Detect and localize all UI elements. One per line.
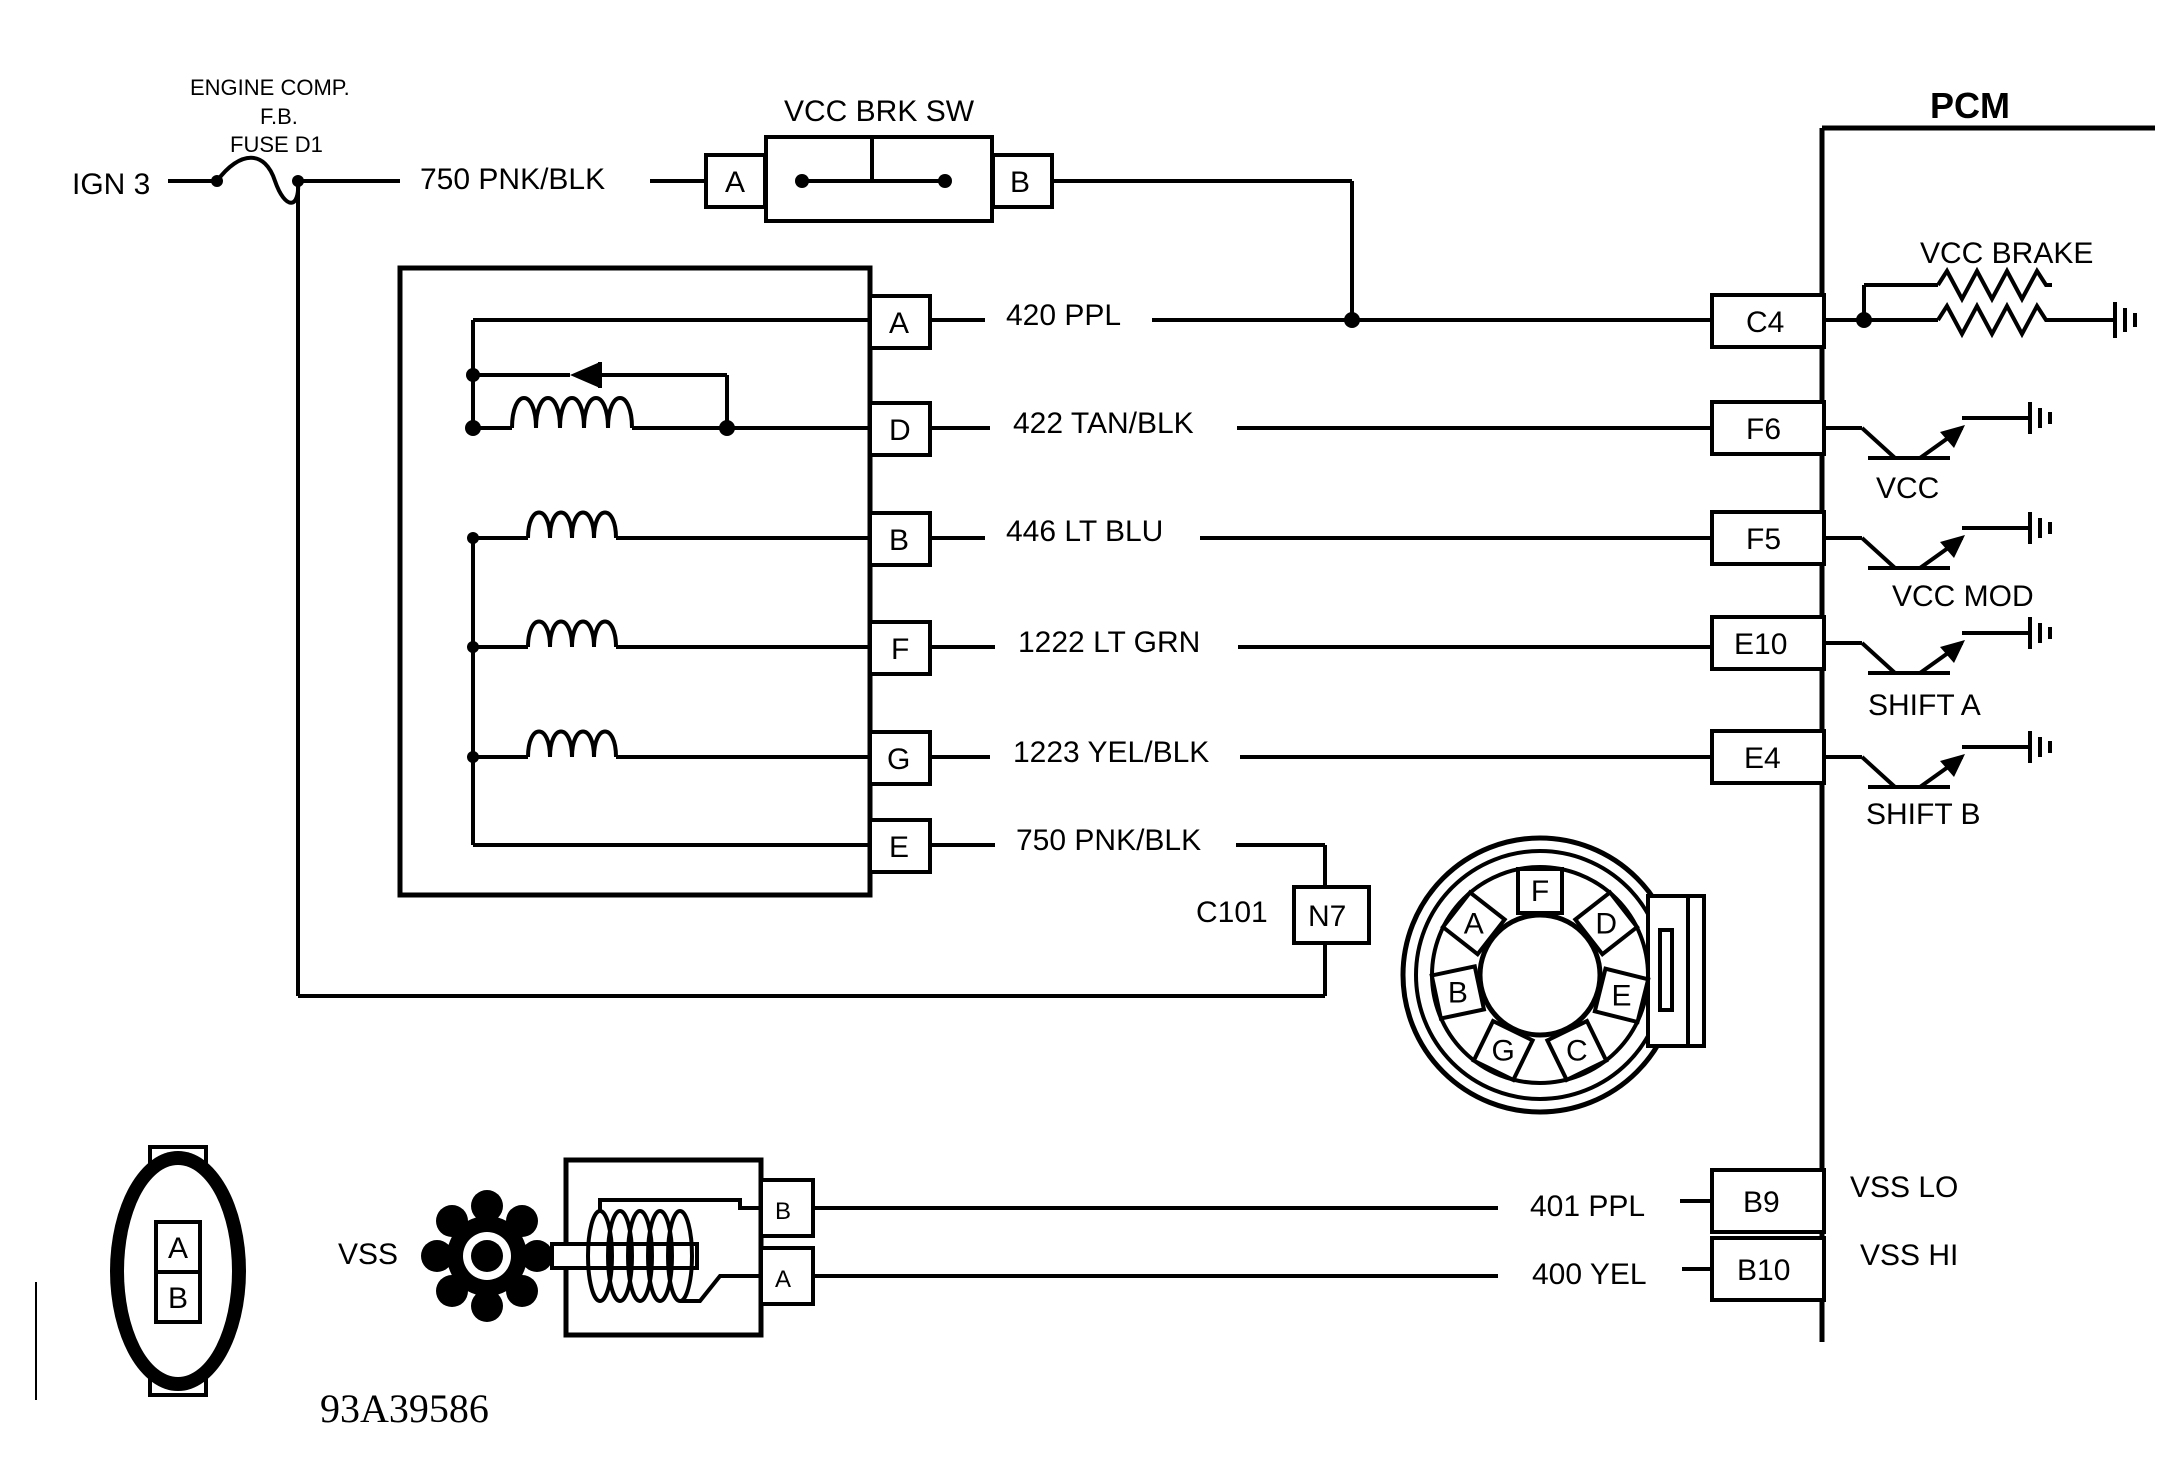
pcm-pin-f5: F5 (1746, 523, 1781, 556)
pcm-module: PCM C4 F6 F5 E10 E4 VCC BRAKE (1710, 85, 2155, 1342)
transmission-solenoid-assembly: A D B F G E (397, 265, 932, 898)
vss-pin-a: A (775, 1266, 791, 1293)
tcc-solenoid-coil-icon (510, 396, 634, 429)
vcc-label: VCC (1876, 472, 1939, 505)
vcc-mod-driver-transistor-icon (1824, 512, 2052, 570)
vcc-mod-label: VCC MOD (1892, 580, 2034, 613)
solenoid-pin-g: G (887, 743, 910, 776)
solenoid-connector-face: F D EC GB A (1400, 835, 1706, 1115)
vss-pin-b: B (775, 1198, 791, 1225)
vss-sensor: VSS B A 401 PPL (338, 1157, 1712, 1338)
figure-id: 93A39586 (320, 1386, 489, 1431)
solenoid-pin-f: F (891, 633, 909, 666)
vcc-brake-resistor-2-icon (1936, 301, 2115, 339)
brake-switch-label: VCC BRK SW (784, 95, 975, 128)
pcm-pin-f6: F6 (1746, 413, 1781, 446)
wire-1223-label: 1223 YEL/BLK (1013, 736, 1209, 769)
connector-face-pin: G (1471, 1018, 1536, 1083)
solenoid-pin-e: E (889, 831, 909, 864)
vss-lo-label: VSS LO (1850, 1171, 1958, 1204)
vss-hi-label: VSS HI (1860, 1239, 1958, 1272)
c101-label: C101 (1196, 896, 1268, 929)
connector-face-pin: F (1516, 867, 1564, 915)
wire-750-e-label: 750 PNK/BLK (1016, 824, 1201, 857)
vcc-mod-coil-icon (526, 510, 618, 539)
shift-a-label: SHIFT A (1868, 689, 1981, 722)
pcm-pin-e4: E4 (1744, 742, 1781, 775)
brake-switch-pin-a: A (725, 166, 745, 199)
connector-face-pin: D (1572, 889, 1640, 957)
connector-face-pin: B (1429, 963, 1487, 1021)
shift-b-driver-transistor-icon (1824, 731, 2052, 789)
pcm-pin-e10: E10 (1734, 628, 1787, 661)
vss-face-pin-b: B (168, 1282, 188, 1315)
pcm-wires: 420 PPL 422 TAN/BLK 446 LT BLU 1222 LT G… (930, 299, 1712, 996)
pcm-pin-b9: B9 (1743, 1186, 1780, 1219)
connector-face-pin-label: D (1595, 907, 1617, 940)
vss-connector-face: A B (110, 1145, 246, 1397)
connector-face-pin: C (1544, 1018, 1609, 1083)
shift-b-label: SHIFT B (1866, 798, 1980, 831)
connector-face-pin: A (1440, 889, 1508, 957)
vss-face-pin-a: A (168, 1232, 188, 1265)
wire-400-label: 400 YEL (1532, 1258, 1647, 1291)
c101-connector: C101 N7 (1196, 885, 1371, 945)
shift-b-coil-icon (526, 729, 618, 758)
connector-face-pin-label: A (1464, 907, 1484, 940)
ground-icon (2113, 302, 2137, 338)
connector-face-pin-label: B (1448, 976, 1468, 1009)
connector-face-pin-label: F (1531, 875, 1549, 908)
fuse-symbol (215, 155, 301, 205)
vcc-driver-transistor-icon (1824, 402, 2052, 460)
vcc-brake-label: VCC BRAKE (1920, 237, 2093, 270)
vss-reluctor-wheel-icon (421, 1190, 553, 1322)
fuse-label-2: F.B. (260, 104, 298, 129)
solenoid-pin-d: D (889, 414, 911, 447)
wire-422-label: 422 TAN/BLK (1013, 407, 1194, 440)
connector-face-pin: E (1592, 966, 1651, 1025)
connector-face-pin-label: E (1611, 979, 1631, 1012)
wire-750-top-label: 750 PNK/BLK (420, 163, 605, 196)
solenoid-pin-a: A (889, 307, 909, 340)
shift-a-driver-transistor-icon (1824, 617, 2052, 675)
vss-label: VSS (338, 1238, 398, 1271)
ign-3-label: IGN 3 (72, 168, 150, 201)
connector-face-pin-label: C (1566, 1034, 1588, 1067)
fuse-label-3: FUSE D1 (230, 132, 323, 157)
shift-a-coil-icon (526, 619, 618, 648)
pcm-title: PCM (1930, 85, 2010, 126)
vcc-brake-switch: VCC BRK SW A B (704, 95, 1354, 320)
diode-icon (570, 362, 600, 388)
solenoid-pin-b: B (889, 524, 909, 557)
wire-401-label: 401 PPL (1530, 1190, 1645, 1223)
brake-switch-pin-b: B (1010, 166, 1030, 199)
wire-420-label: 420 PPL (1006, 299, 1121, 332)
vcc-brake-resistor-1-icon (1936, 266, 2052, 304)
wire-446-label: 446 LT BLU (1006, 515, 1163, 548)
connector-face-pin-label: G (1492, 1034, 1515, 1067)
pcm-pin-b10: B10 (1737, 1254, 1790, 1287)
wire-1222-label: 1222 LT GRN (1018, 626, 1200, 659)
n7-pin: N7 (1308, 900, 1346, 933)
ignition-feed: IGN 3 ENGINE COMP. F.B. FUSE D1 750 PNK/… (72, 75, 1325, 998)
pcm-pin-c4: C4 (1746, 306, 1784, 339)
fuse-label-1: ENGINE COMP. (190, 75, 350, 100)
